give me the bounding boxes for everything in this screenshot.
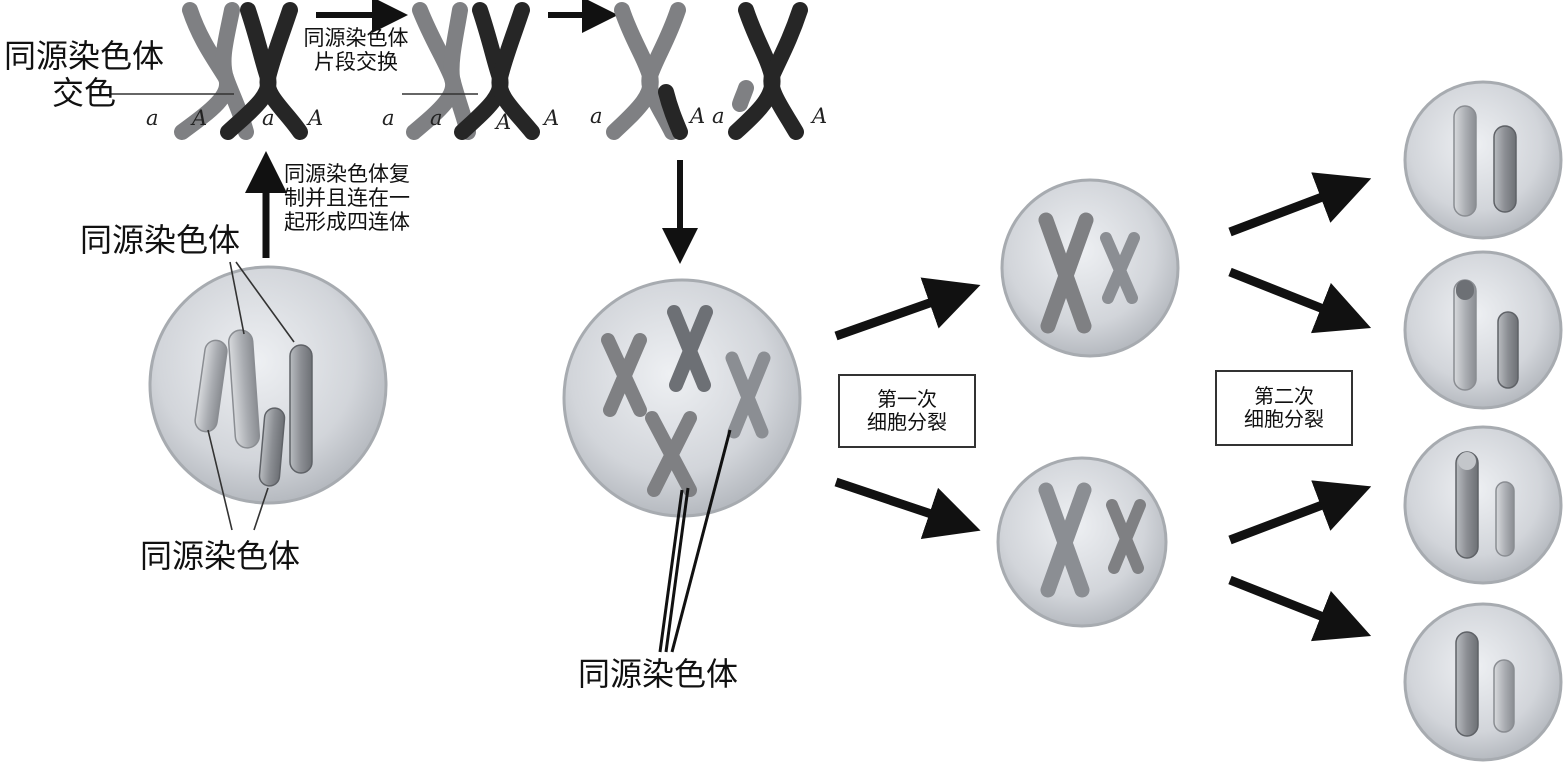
chromosome-3 [289, 344, 313, 474]
label-meiosis2: 第二次 细胞分裂 [1244, 384, 1324, 431]
label-meiosis1: 第一次 细胞分裂 [867, 387, 947, 434]
allele-3-4: A [812, 104, 828, 128]
allele-3-1: a [590, 104, 603, 128]
allele-1-4: A [308, 106, 324, 130]
cell-gamete-3 [1403, 425, 1563, 585]
allele-3-3: a [712, 104, 725, 128]
cell-gamete-1 [1403, 80, 1563, 240]
arrow-to-final-3 [1228, 480, 1372, 545]
allele-1-1: a [146, 106, 159, 130]
label-homolog-lower: 同源染色体 [140, 537, 301, 575]
cell-daughter-upper [1000, 178, 1180, 358]
allele-2-1: a [382, 106, 395, 130]
allele-2-3: A [496, 110, 512, 134]
cell-tetrads [562, 278, 802, 653]
recombinant-chromosome-1 [606, 2, 688, 140]
homolog-pair-2 [406, 2, 540, 140]
cell-daughter-lower [996, 456, 1168, 628]
allele-2-4: A [544, 106, 560, 130]
chromatid-black-1b [259, 2, 308, 140]
label-homolog-upper: 同源染色体 [80, 221, 241, 259]
arrow-to-final-1 [1228, 172, 1372, 237]
chromosome-4 [258, 407, 286, 487]
arrow-to-upper-daughter [834, 277, 981, 341]
arrow-to-lower-daughter [834, 477, 981, 539]
allele-1-3: a [262, 106, 275, 130]
label-homolog-middle: 同源染色体 [578, 655, 739, 693]
label-replication-note: 同源染色体复 制并且连在一 起形成四连体 [284, 162, 410, 235]
meiosis1-box: 第一次 细胞分裂 [838, 374, 976, 448]
arrow-to-final-4 [1228, 575, 1372, 642]
arrow-to-final-2 [1228, 267, 1372, 334]
cell-gamete-2 [1403, 250, 1563, 410]
allele-1-2: A [192, 106, 208, 130]
meiosis2-box: 第二次 细胞分裂 [1215, 370, 1353, 446]
chromosome-2 [227, 329, 261, 449]
recombinant-chromosome-2 [728, 2, 808, 140]
label-fragment-exchange: 同源染色体 片段交换 [303, 26, 409, 75]
cell-interphase [148, 261, 388, 531]
chromosome-1 [194, 339, 228, 433]
cell-gamete-4 [1403, 602, 1563, 762]
label-homolog-crossover: 同源染色体 交色 [3, 37, 164, 112]
allele-3-2: A [690, 104, 706, 128]
homolog-pair-1 [174, 2, 308, 140]
allele-2-2: a [430, 106, 443, 130]
